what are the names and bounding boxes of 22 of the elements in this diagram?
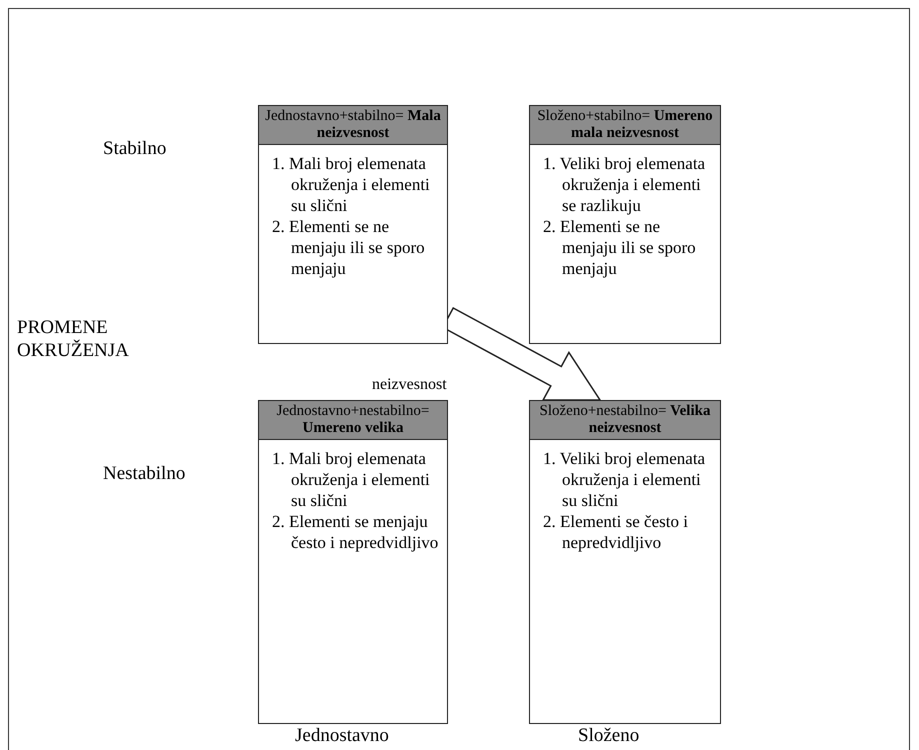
heading-continuation: neizvesnost: [372, 376, 447, 394]
quadrant-box: [258, 105, 448, 344]
list-item: 1. Mali broj elemenata okruženja i elementi su slični: [271, 153, 431, 216]
quadrant-box: [529, 105, 721, 344]
quadrant-box: [529, 400, 721, 724]
box-heading: Jednostavno+nestabilno= Umereno velika: [259, 401, 447, 440]
column-label: Jednostavno: [295, 724, 389, 747]
list-item: 2. Elementi se menjaju često i nepredvidljivo: [271, 511, 440, 553]
box-heading: Jednostavno+stabilno= Mala neizvesnost: [259, 106, 447, 145]
quadrant-box: [258, 400, 448, 724]
list-item: 1. Mali broj elemenata okruženja i elementi su slični: [271, 448, 431, 511]
list-item: 2. Elementi se ne menjaju ili se sporo menjaju: [542, 216, 697, 279]
box-heading: Složeno+nestabilno= Velika neizvesnost: [530, 401, 720, 440]
list-item: 1. Veliki broj elemenata okruženja i elementi se razlikuju: [542, 153, 706, 216]
column-label: Složeno: [578, 724, 640, 747]
box-heading: Složeno+stabilno= Umereno mala neizvesnost: [530, 106, 720, 145]
list-item: 1. Veliki broj elemenata okruženja i elementi su slični: [542, 448, 706, 511]
axis-title: PROMENE OKRUŽENJA: [17, 316, 130, 362]
list-item: 2. Elementi se ne menjaju ili se sporo menjaju: [271, 216, 426, 279]
list-item: 2. Elementi se često i nepredvidljivo: [542, 511, 689, 553]
row-label: Stabilno: [103, 137, 166, 160]
row-label: Nestabilno: [103, 462, 186, 485]
